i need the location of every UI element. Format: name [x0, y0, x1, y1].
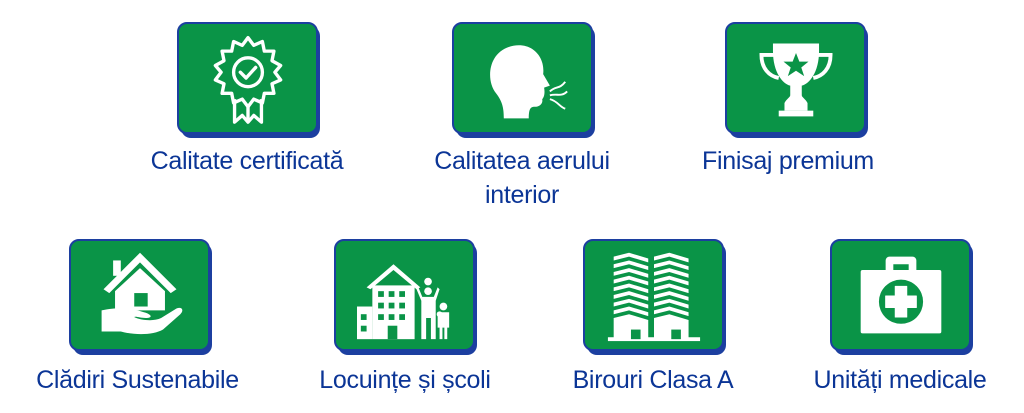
house-in-hand-icon: [101, 252, 182, 335]
icon-card: [725, 22, 870, 138]
card-face: [830, 239, 971, 351]
icon-card: [583, 239, 728, 355]
trophy-star-icon: [759, 43, 832, 117]
card-face: [725, 22, 866, 134]
feature-label-line2: interior: [484, 181, 560, 209]
card-face: [177, 22, 318, 134]
feature-label: Clădiri Sustenabile: [36, 366, 239, 394]
medical-kit-icon: [860, 256, 941, 334]
feature-label: Unități medicale: [813, 366, 987, 394]
certified-badge-icon: [213, 36, 282, 124]
icon-card: [69, 239, 214, 355]
feature-label: Locuințe și școli: [319, 366, 491, 394]
icon-card: [334, 239, 479, 355]
feature-label-line1: Calitatea aerului: [434, 147, 610, 175]
card-face: [334, 239, 475, 351]
office-towers-icon: [607, 252, 700, 342]
breathing-head-icon: [489, 45, 568, 119]
feature-label: Calitate certificată: [150, 147, 344, 175]
icon-card: [177, 22, 322, 138]
card-face: [583, 239, 724, 351]
icon-card: [452, 22, 597, 138]
family-buildings-icon: [356, 264, 449, 340]
card-face: [452, 22, 593, 134]
card-face: [69, 239, 210, 351]
icon-card: [830, 239, 975, 355]
feature-label: Birouri Clasa A: [572, 366, 734, 394]
feature-label: Finisaj premium: [702, 147, 874, 175]
